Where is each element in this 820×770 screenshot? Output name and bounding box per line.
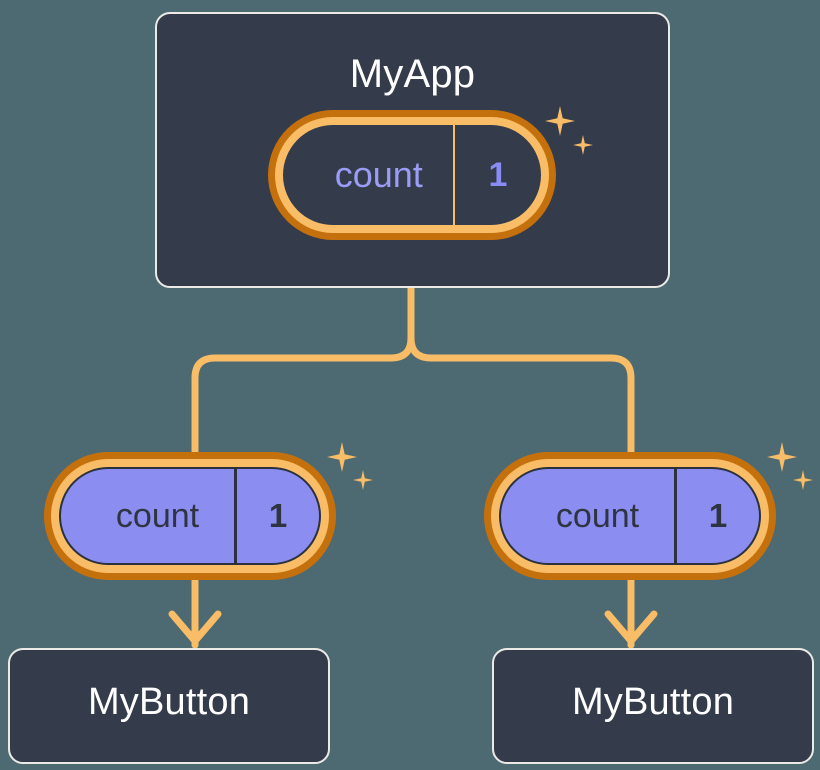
arrow-left-head bbox=[168, 610, 222, 645]
node-title-mybutton-left: MyButton bbox=[87, 681, 251, 723]
node-title-myapp: MyApp bbox=[349, 52, 476, 96]
connector-left-branch bbox=[191, 284, 415, 474]
arrow-right-head bbox=[604, 610, 658, 645]
state-pill-left-ring: count 1 bbox=[51, 459, 329, 573]
state-pill-right[interactable]: count 1 bbox=[484, 452, 776, 580]
state-key-right: count bbox=[555, 496, 640, 535]
state-value-root: 1 bbox=[488, 155, 508, 194]
connector-right-branch bbox=[407, 284, 635, 474]
state-value-right: 1 bbox=[708, 497, 728, 534]
node-card-mybutton-right[interactable]: MyButton bbox=[492, 648, 814, 764]
state-pill-root[interactable]: count 1 bbox=[268, 110, 556, 240]
state-pill-left[interactable]: count 1 bbox=[44, 452, 336, 580]
state-pill-root-body: count 1 bbox=[283, 125, 541, 225]
node-title-mybutton-right: MyButton bbox=[571, 681, 735, 723]
state-pill-left-divider bbox=[234, 469, 237, 563]
state-pill-right-divider bbox=[674, 469, 677, 563]
state-pill-root-divider bbox=[452, 125, 455, 225]
state-pill-right-ring: count 1 bbox=[491, 459, 769, 573]
node-card-mybutton-left[interactable]: MyButton bbox=[8, 648, 330, 764]
state-key-root: count bbox=[334, 154, 423, 195]
state-value-left: 1 bbox=[268, 497, 288, 534]
state-pill-left-body: count 1 bbox=[59, 467, 321, 565]
state-key-left: count bbox=[115, 496, 200, 535]
state-pill-right-body: count 1 bbox=[499, 467, 761, 565]
state-pill-root-ring: count 1 bbox=[275, 117, 549, 233]
